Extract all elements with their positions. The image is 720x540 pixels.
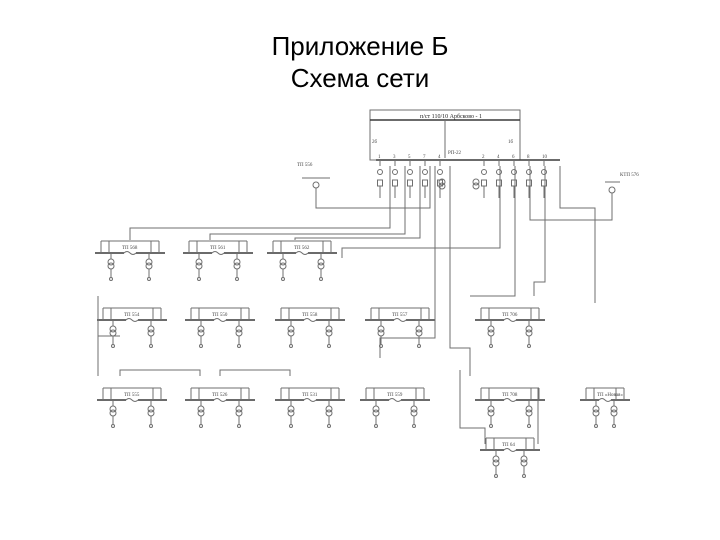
tp-cell: ТП 526	[185, 387, 255, 428]
tp-label: ТП 64	[502, 443, 515, 448]
tp-label: ТП 554	[124, 313, 140, 318]
title-line-1: Приложение Б	[271, 31, 449, 61]
transformer-symbol	[472, 178, 480, 190]
tp-cell: ТП «Новая»	[580, 387, 630, 428]
rp-22: РП-22 1 3 5 7 4 2 4 6 8 10	[376, 151, 560, 198]
tp-left-top: ТП 556	[297, 163, 330, 200]
rp-feeder	[407, 160, 413, 198]
tp-cell: ТП 64	[480, 437, 540, 478]
rp-feeder	[481, 160, 487, 198]
substation-label: п/ст 110/10 Арбсково - 1	[420, 113, 482, 120]
feeder-num: 6	[512, 155, 515, 160]
feeder-num: 3	[393, 155, 396, 160]
bus-left-num: 2б	[372, 140, 378, 145]
tp-label: ТП 526	[212, 393, 228, 398]
tp-label: ТП 558	[302, 313, 318, 318]
tp-cell: ТП 558	[275, 307, 345, 348]
title-line-2: Схема сети	[290, 63, 430, 93]
rp-feeder	[422, 160, 428, 198]
rp-feeder	[541, 160, 547, 198]
feeder-num: 4	[497, 155, 500, 160]
tp-label: ТП 568	[122, 246, 138, 251]
substation: п/ст 110/10 Арбсково - 1 2б 1б	[369, 109, 521, 161]
slide-title: Приложение Б Схема сети	[0, 30, 720, 94]
tp-grid: ТП 568 ТП 561 ТП 562 ТП 554 ТП 550 ТП 558 ТП 5…	[95, 240, 630, 478]
tp-label: ТП 562	[294, 246, 310, 251]
tp-label: ТП 706	[502, 313, 518, 318]
rp-feeder	[496, 160, 502, 198]
rp-feeder	[526, 160, 532, 198]
feeder-num: 4	[438, 155, 441, 160]
feeder-num: 8	[527, 155, 530, 160]
tp-label: ТП 561	[210, 246, 226, 251]
tp-label: ТП 559	[387, 393, 403, 398]
tp-cell: ТП 562	[267, 240, 337, 281]
feeder-num: 10	[542, 155, 548, 160]
rp-label: РП-22	[448, 151, 462, 156]
rp-feeder	[511, 160, 517, 198]
rp-feeder	[392, 160, 398, 198]
tp-cell: ТП 555	[97, 387, 167, 428]
tp-right-top: КТП 576	[605, 173, 639, 208]
svg-text:КТП 576: КТП 576	[620, 173, 639, 178]
tp-cell: ТП 557	[365, 307, 435, 348]
tp-cell: ТП 561	[183, 240, 253, 281]
tp-cell: ТП 550	[185, 307, 255, 348]
transformer-symbol	[438, 178, 446, 190]
tp-cell: ТП 554	[97, 307, 167, 348]
cable-lines	[97, 166, 613, 444]
svg-text:ТП 556: ТП 556	[297, 163, 313, 168]
tp-label: ТП 557	[392, 313, 408, 318]
network-schematic: п/ст 110/10 Арбсково - 1 2б 1б РП-22 1 3…	[95, 109, 639, 478]
tp-cell: ТП 559	[360, 387, 430, 428]
feeder-num: 1	[378, 155, 381, 160]
tp-label: ТП «Новая»	[597, 393, 623, 398]
feeder-num: 2	[482, 155, 485, 160]
tp-label: ТП 708	[502, 393, 518, 398]
tp-label: ТП 550	[212, 313, 228, 318]
tp-cell: ТП 706	[475, 307, 545, 348]
feeder-num: 5	[408, 155, 411, 160]
tp-label: ТП 531	[302, 393, 318, 398]
tp-cell: ТП 531	[275, 387, 345, 428]
tp-cell: ТП 568	[95, 240, 165, 281]
tp-cell: ТП 708	[475, 387, 545, 428]
bus-right-num: 1б	[508, 140, 514, 145]
rp-feeder	[377, 160, 383, 198]
tp-label: ТП 555	[124, 393, 140, 398]
feeder-num: 7	[423, 155, 426, 160]
